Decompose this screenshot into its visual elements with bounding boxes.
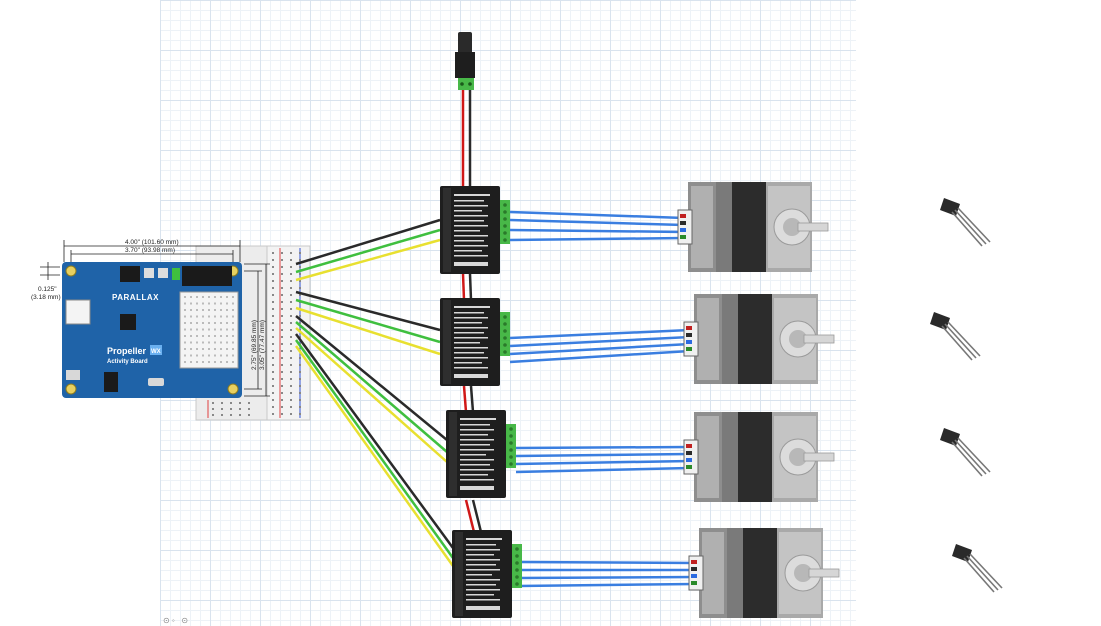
dim-height-inner: 2.75" (69.85 mm)	[251, 320, 258, 370]
driver-power-links	[461, 273, 483, 533]
hall-sensor-2[interactable]	[929, 311, 981, 361]
dim-height-outer: 3.05" (77.47 mm)	[259, 320, 266, 370]
dc-power-jack[interactable]	[455, 32, 475, 188]
stepper-motor-2[interactable]	[683, 293, 835, 385]
control-wires	[294, 218, 455, 567]
board-name-line1: Propeller	[107, 346, 147, 356]
stepper-driver-4[interactable]	[452, 530, 522, 618]
stepper-motor-4[interactable]	[688, 527, 840, 619]
hall-sensor-3[interactable]	[939, 427, 991, 477]
board-brand: PARALLAX	[112, 293, 159, 302]
dim-hole-in: 0.125"	[38, 286, 57, 293]
stepper-driver-1[interactable]	[440, 186, 510, 274]
stepper-motor-3[interactable]	[683, 411, 835, 503]
motor-wires	[509, 210, 696, 588]
propeller-activity-board[interactable]: PARALLAX Propeller Activity Board WX	[62, 262, 242, 398]
stepper-motor-1[interactable]	[677, 181, 829, 273]
hall-sensor-4[interactable]	[951, 543, 1003, 593]
dim-width-inner: 3.70" (93.98 mm)	[125, 247, 175, 254]
stepper-driver-2[interactable]	[440, 298, 510, 386]
canvas-corner-marker: ⊙ ◦ ⊙	[163, 616, 189, 625]
dim-hole-mm: (3.18 mm)	[31, 294, 61, 301]
dim-width-outer: 4.00" (101.60 mm)	[125, 239, 179, 246]
board-badge: WX	[151, 349, 161, 355]
stepper-driver-3[interactable]	[446, 410, 516, 498]
board-name-line2: Activity Board	[107, 359, 148, 365]
hall-sensor-1[interactable]	[939, 197, 991, 247]
dimension-annotations	[40, 240, 270, 397]
